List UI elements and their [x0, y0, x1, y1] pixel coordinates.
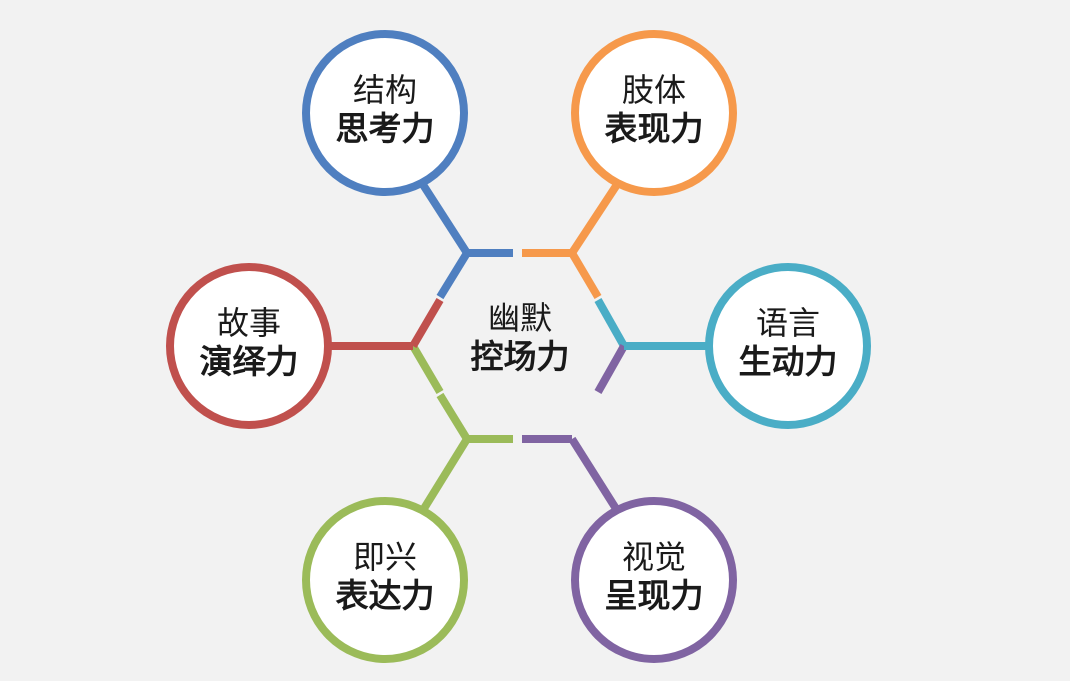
spoke-structure: [416, 177, 471, 256]
node-structure-line1: 结构: [352, 71, 417, 109]
node-circle-language: [705, 263, 871, 429]
node-circle-structure: [302, 30, 468, 196]
node-visual-line2: 呈现力: [604, 575, 704, 615]
spoke-body: [568, 177, 624, 256]
spoke-visual: [568, 436, 624, 518]
node-story-line1: 故事: [216, 304, 281, 342]
node-language-line1: 语言: [755, 304, 820, 342]
node-improv-line2: 表达力: [335, 575, 435, 615]
hex-edge-left-lower: [409, 343, 444, 395]
center-label-line2: 控场力: [470, 336, 570, 376]
hex-edge-right-upper: [594, 298, 628, 348]
hex-edge-right-upper-body: [568, 250, 602, 300]
center-label: 幽默 控场力: [435, 299, 605, 377]
node-label-language: 语言 生动力: [703, 304, 873, 382]
hex-edge-left-upper-structure: [436, 250, 471, 300]
node-structure-line2: 思考力: [335, 108, 435, 148]
hex-edge-left-lower-improv: [436, 392, 471, 442]
node-visual-line1: 视觉: [621, 538, 686, 576]
node-circle-story: [166, 263, 332, 429]
node-label-visual: 视觉 呈现力: [569, 538, 739, 616]
center-label-line1: 幽默: [487, 299, 552, 337]
node-circle-body: [571, 30, 737, 196]
node-story-line2: 演绎力: [199, 341, 299, 381]
node-improv-line1: 即兴: [352, 538, 417, 576]
hex-edge-left-upper: [409, 297, 444, 349]
node-label-story: 故事 演绎力: [164, 304, 334, 382]
node-label-structure: 结构 思考力: [300, 71, 470, 149]
node-language-line2: 生动力: [738, 341, 838, 381]
node-body-line1: 肢体: [621, 71, 686, 109]
hex-edge-right-lower: [594, 344, 628, 394]
node-circle-improv: [302, 497, 468, 663]
node-label-body: 肢体 表现力: [569, 71, 739, 149]
node-body-line2: 表现力: [604, 108, 704, 148]
spoke-improv: [416, 436, 471, 518]
node-circle-visual: [571, 497, 737, 663]
node-label-improv: 即兴 表达力: [300, 538, 470, 616]
